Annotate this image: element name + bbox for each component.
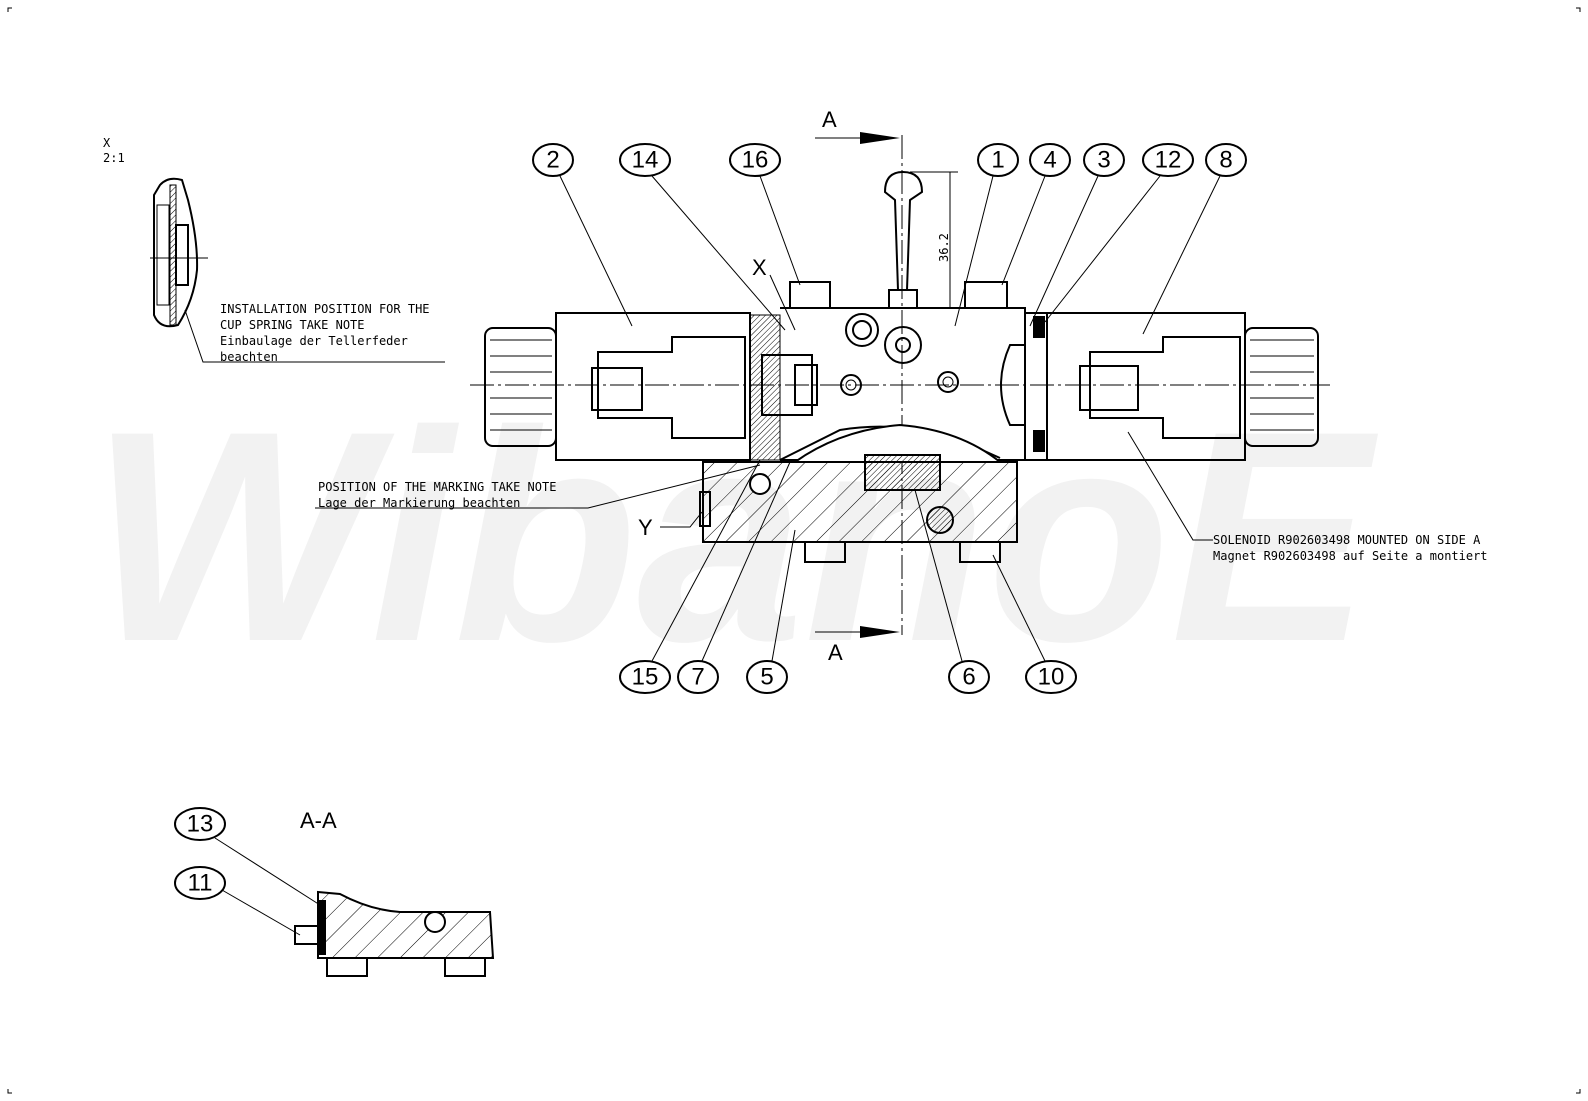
balloon: 8 xyxy=(1205,143,1247,177)
mark-y: Y xyxy=(638,515,653,540)
balloon: 16 xyxy=(729,143,781,177)
detail-x-view: X 2:1 INSTALLATION POSITION FOR THE CUP … xyxy=(103,136,445,364)
section-a-a-view: A-A xyxy=(294,808,495,977)
note-cup-spring-3: Einbaulage der Tellerfeder xyxy=(220,334,408,348)
balloon: 11 xyxy=(174,866,226,900)
svg-text:7: 7 xyxy=(691,664,704,691)
svg-text:6: 6 xyxy=(962,664,975,691)
svg-text:15: 15 xyxy=(632,664,659,691)
balloon: 1 xyxy=(977,143,1019,177)
svg-text:13: 13 xyxy=(187,811,214,838)
note-cup-spring-1: INSTALLATION POSITION FOR THE xyxy=(220,302,430,316)
note-cup-spring-2: CUP SPRING TAKE NOTE xyxy=(220,318,365,332)
balloon: 5 xyxy=(746,660,788,694)
svg-text:12: 12 xyxy=(1155,147,1182,174)
svg-text:1: 1 xyxy=(991,147,1004,174)
balloons: 2 14 16 1 4 3 12 8 15 7 5 6 10 13 11 xyxy=(174,143,1247,900)
balloon: 7 xyxy=(677,660,719,694)
detail-x-scale: 2:1 xyxy=(103,151,125,165)
mark-x: X xyxy=(752,255,767,280)
sheet-frame xyxy=(7,7,1581,1094)
section-line-a: A A xyxy=(815,107,903,665)
balloon: 6 xyxy=(948,660,990,694)
svg-text:11: 11 xyxy=(188,870,213,897)
balloon: 3 xyxy=(1083,143,1125,177)
balloon: 14 xyxy=(619,143,671,177)
svg-text:2: 2 xyxy=(546,147,559,174)
leader-lines xyxy=(214,175,1221,936)
section-mark-bottom: A xyxy=(828,640,843,665)
detail-x-label: X xyxy=(103,136,111,150)
balloon: 13 xyxy=(174,807,226,841)
note-cup-spring-4: beachten xyxy=(220,350,278,364)
svg-text:4: 4 xyxy=(1043,147,1056,174)
balloon: 2 xyxy=(532,143,574,177)
svg-text:10: 10 xyxy=(1038,664,1065,691)
balloon: 15 xyxy=(619,660,671,694)
section-mark-top: A xyxy=(822,107,837,132)
balloon: 12 xyxy=(1142,143,1194,177)
svg-text:5: 5 xyxy=(760,664,773,691)
svg-text:3: 3 xyxy=(1097,147,1110,174)
dimension-value: 36.2 xyxy=(937,233,951,262)
note-marking-1: POSITION OF THE MARKING TAKE NOTE xyxy=(318,480,556,494)
section-view-label: A-A xyxy=(300,808,337,833)
svg-text:16: 16 xyxy=(742,147,769,174)
note-solenoid-2: Magnet R902603498 auf Seite a montiert xyxy=(1213,549,1488,563)
note-solenoid-1: SOLENOID R902603498 MOUNTED ON SIDE A xyxy=(1213,533,1481,547)
balloon: 10 xyxy=(1025,660,1077,694)
valve-assembly: 36.2 Y X POSITION OF THE MARKING TAKE NO… xyxy=(315,170,1488,563)
svg-text:14: 14 xyxy=(632,147,659,174)
note-marking-2: Lage der Markierung beachten xyxy=(318,496,520,510)
balloon: 4 xyxy=(1029,143,1071,177)
svg-text:8: 8 xyxy=(1219,147,1232,174)
